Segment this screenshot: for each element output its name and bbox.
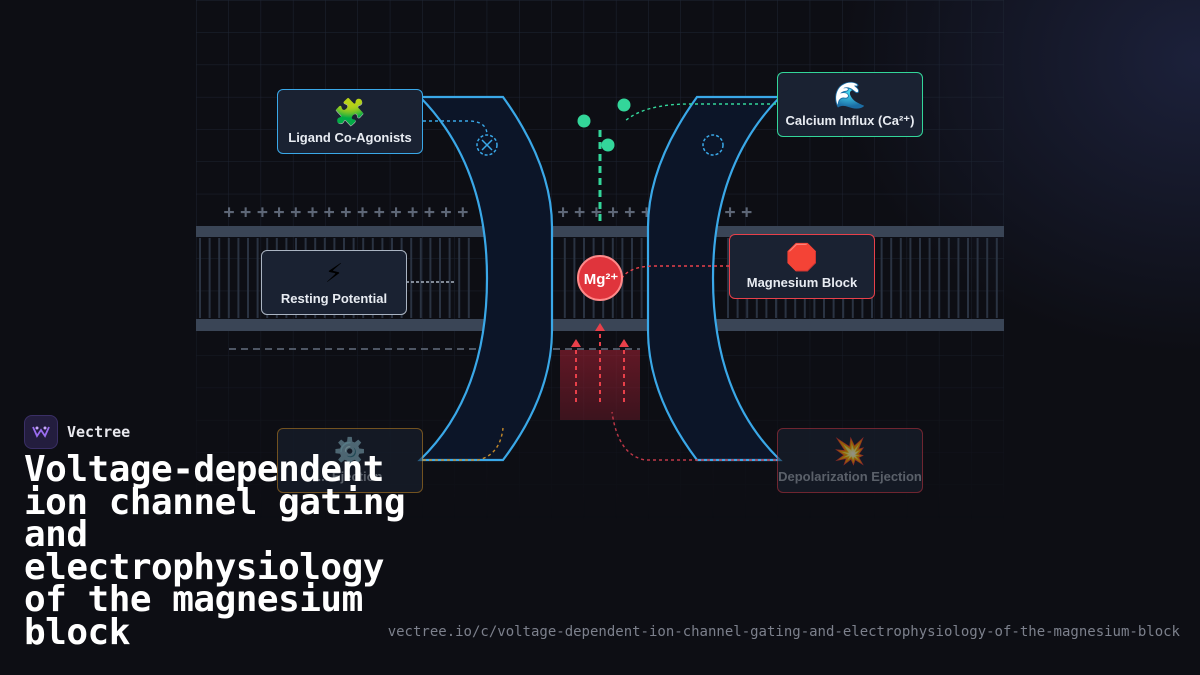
page-title: Voltage-dependent ion channel gating and… <box>24 449 406 653</box>
callout-label: Calcium Influx (Ca²⁺) <box>785 112 915 128</box>
svg-text:+: + <box>290 202 301 223</box>
calcium-ion <box>601 138 615 152</box>
callout-magnesium-block: 🛑 Magnesium Block <box>729 234 875 299</box>
gear-icon: ⚙️ <box>333 437 367 467</box>
svg-text:+: + <box>257 202 268 223</box>
callout-depolarization-ejection: 💥 Depolarization Ejection <box>777 428 923 493</box>
svg-text:+: + <box>374 202 385 223</box>
brand: Vectree <box>24 415 130 449</box>
channel-right-subunit <box>646 95 783 462</box>
bottom-left-connector <box>423 427 504 461</box>
svg-text:+: + <box>641 202 652 223</box>
svg-text:+: + <box>357 202 368 223</box>
svg-text:+: + <box>307 202 318 223</box>
svg-text:+: + <box>574 202 585 223</box>
svg-text:+: + <box>608 202 619 223</box>
callout-ligand-co-agonists: 🧩 Ligand Co-Agonists <box>277 89 423 154</box>
arrow-heads <box>571 323 629 347</box>
svg-text:+: + <box>441 202 452 223</box>
svg-text:+: + <box>407 202 418 223</box>
svg-text:+: + <box>591 202 602 223</box>
svg-text:+: + <box>391 202 402 223</box>
callout-label: Ligand Co-Agonists <box>288 130 412 145</box>
callout-resting-potential: ⚡ Resting Potential <box>261 250 407 315</box>
puzzle-piece-icon: 🧩 <box>333 98 367 128</box>
stop-sign-icon: 🛑 <box>785 243 819 273</box>
callout-label: Magnesium Block <box>746 275 858 290</box>
ligand-binding-site <box>476 134 498 156</box>
svg-text:+: + <box>741 202 752 223</box>
calcium-connector <box>624 103 776 122</box>
svg-text:+: + <box>224 202 235 223</box>
calcium-ion <box>617 98 631 112</box>
magnesium-ion-label: Mg²⁺ <box>584 271 619 288</box>
brand-name: Vectree <box>67 423 131 441</box>
callout-calcium-influx: 🌊 Calcium Influx (Ca²⁺) <box>777 72 923 137</box>
svg-text:+: + <box>558 202 569 223</box>
callout-label: ... Ejection <box>317 469 383 484</box>
depolarization-arrows <box>575 334 625 402</box>
source-url[interactable]: vectree.io/c/voltage-dependent-ion-chann… <box>387 624 1180 640</box>
callout-label: Resting Potential <box>280 291 388 306</box>
svg-text:+: + <box>324 202 335 223</box>
svg-text:+: + <box>240 202 251 223</box>
extracellular-positive-charges: +++++++++++++++++++++++++ <box>224 202 753 223</box>
magnesium-connector <box>621 265 729 279</box>
svg-text:+: + <box>424 202 435 223</box>
wave-icon: 🌊 <box>833 80 867 111</box>
svg-text:+: + <box>725 202 736 223</box>
channel-left-subunit <box>417 95 554 462</box>
lightning-icon: ⚡ <box>324 259 344 289</box>
svg-text:+: + <box>340 202 351 223</box>
callout-label: Depolarization Ejection <box>778 469 922 484</box>
coagonist-binding-site <box>702 134 724 156</box>
svg-text:+: + <box>624 202 635 223</box>
collision-icon: 💥 <box>833 437 867 467</box>
svg-text:+: + <box>274 202 285 223</box>
magnesium-ion <box>577 255 623 301</box>
calcium-ion <box>577 114 591 128</box>
svg-text:+: + <box>457 202 468 223</box>
vectree-logo-icon <box>24 415 58 449</box>
callout-bottom-left: ⚙️ ... Ejection <box>277 428 423 493</box>
